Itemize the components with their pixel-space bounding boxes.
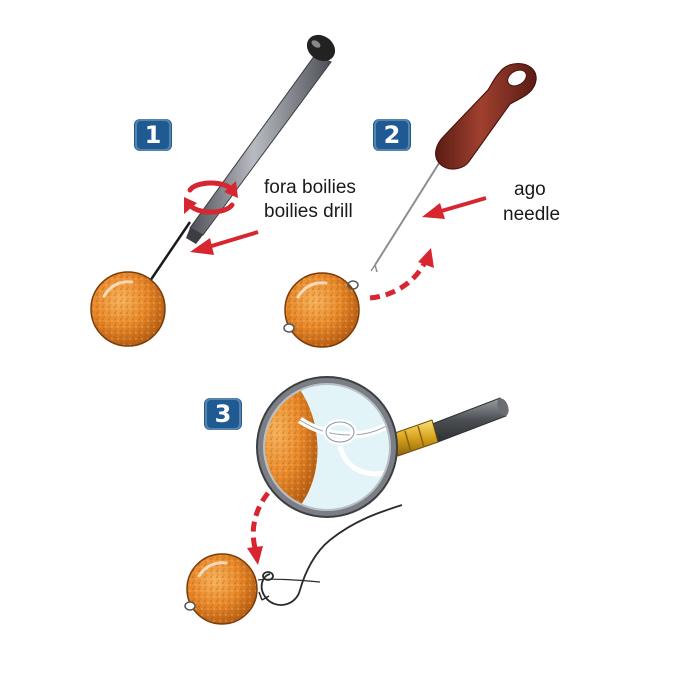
step-1-arrow-icon (190, 230, 259, 255)
boilie-icon (90, 271, 166, 347)
step-1-label-line1: fora boilies (264, 177, 356, 198)
step-1-label-line2: boilies drill (264, 201, 353, 222)
drill-icon (146, 34, 336, 285)
step-2-label-line1: ago (514, 179, 546, 200)
boilie-icon (283, 272, 360, 348)
step-1-number: 1 (135, 119, 171, 151)
hook-icon (257, 504, 403, 606)
step-2-number: 2 (374, 119, 410, 151)
step-3-dashed-arrow-icon (247, 491, 270, 565)
needle-icon (370, 63, 537, 273)
step-3-number: 3 (205, 398, 241, 430)
rotation-arrows-icon (184, 180, 238, 215)
boilie-icon (184, 553, 258, 625)
magnifier-icon (256, 376, 509, 518)
step-2-label-line2: needle (503, 204, 561, 225)
step-2-arrow-icon (422, 196, 487, 219)
step-2-dashed-arrow-icon (369, 248, 434, 301)
